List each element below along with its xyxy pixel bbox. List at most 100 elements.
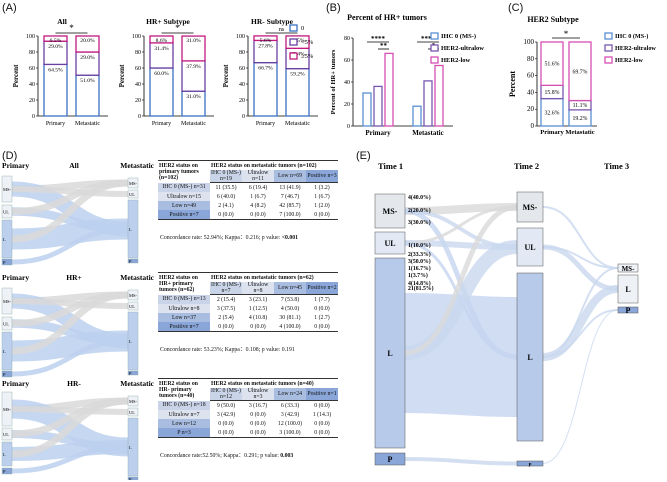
sankey-node-label: UL [3, 210, 9, 215]
sankey-flow [404, 457, 518, 466]
table-row-header: HER2 status on HR- primary tumors (n=40) [158, 378, 210, 401]
sankey-node-label: L [387, 349, 392, 358]
x-tick-label: Primary [152, 121, 171, 127]
y-axis-label: Percent [118, 64, 126, 87]
sankey-node-label: P [129, 259, 132, 264]
table-cell: 2 (5.4) [218, 314, 234, 321]
chart-title: HER2 Subtype [527, 15, 579, 24]
sankey-flow [11, 291, 129, 327]
legend-label: HER2-ultralow [615, 45, 656, 52]
sankey-node-t3 [617, 263, 639, 273]
sankey-node-label: MS- [3, 187, 12, 192]
data-label: 59.2% [290, 72, 305, 78]
table-cell: 0 (0.0) [306, 322, 338, 332]
table-cell: 7 (100.0) [274, 210, 306, 220]
legend-label: ≥5% [301, 53, 314, 60]
table-cell: 42 (85.7) [279, 202, 301, 209]
sankey-node-right [127, 289, 139, 301]
sankey-node-right [127, 395, 139, 407]
sankey-left-title: Primary [2, 161, 29, 170]
p-value: <0.001 [281, 235, 299, 241]
table-col-label: IHC 0 (MS-) n=12 [210, 388, 242, 401]
flow-count-label: 1(10.0%) [408, 242, 431, 249]
table-cell: 0 (0.0) [242, 428, 274, 438]
y-tick-label: 0 [138, 114, 141, 120]
y-tick-label: 20 [29, 98, 35, 104]
legend-label: IHC 0 (MS-) [615, 33, 648, 40]
sankey-node-label: P [3, 372, 6, 377]
table-cell: 0 (0.0) [210, 428, 242, 438]
sankey-node-t2 [516, 191, 544, 223]
flow-count-label: 3(50.0%) [408, 258, 431, 265]
y-tick-label: 20 [344, 102, 350, 108]
sankey-node-label: UL [384, 239, 395, 248]
bar-segment [75, 35, 100, 53]
y-tick-label: 60 [527, 72, 535, 80]
table-col-label: Ultralow n=3 [242, 388, 274, 401]
x-tick-label: Metastatic [565, 129, 594, 136]
table-cell: 4 (8.2) [250, 202, 266, 209]
panel-label-d: (D) [2, 150, 18, 162]
legend-label: HER2-low [441, 57, 471, 64]
y-axis-label: Percent of HR+ tumors [330, 49, 337, 114]
sankey-node-label: L [3, 349, 6, 354]
x-tick-label: Primary [46, 121, 65, 127]
data-label: 19.2% [573, 116, 588, 122]
y-tick-label: 80 [527, 55, 535, 63]
table-cell: IHC 0 (MS-) n=18 [158, 400, 210, 410]
sankey-node-label: UL [3, 322, 9, 327]
sankey-flow [11, 406, 129, 415]
y-tick-label: 0 [347, 124, 350, 130]
table-cell: 3 (23.1) [248, 296, 268, 303]
table-col-label: Ultralow n=11 [242, 170, 274, 183]
sig-mark: * [564, 29, 569, 39]
data-label: 29.0% [48, 44, 63, 50]
sankey-node-left [1, 467, 13, 475]
y-axis-label: Percent [222, 64, 230, 87]
sankey-node-label: MS- [3, 299, 12, 304]
table-cell: Positive n=7 [158, 322, 210, 332]
bar-segment [149, 35, 174, 44]
concordance-table: HER2 status on HR- primary tumors (n=40)… [158, 378, 338, 438]
data-label: 60.0% [154, 71, 169, 77]
y-tick-label: 40 [239, 82, 245, 88]
chart-title: Percent of HR+ tumors [347, 13, 427, 22]
sankey-node-t1 [374, 193, 406, 229]
flow-count-label: 1(3.7%) [408, 272, 428, 279]
table-footnote: Concordance rate: 52.94%; Kappa：0.216; p… [160, 232, 298, 241]
sankey-node-right [127, 177, 139, 189]
bar [373, 85, 383, 127]
y-tick-label: 100 [236, 34, 245, 40]
table-col-label: Ultralow n=8 [242, 282, 274, 295]
flow-count-label: 4(14.8%) [408, 280, 431, 287]
sankey-subset-title: HR+ [66, 273, 82, 282]
table-cell: 3 (16.7) [248, 402, 268, 409]
sankey-node-label: P [626, 306, 631, 315]
sankey-node-t3 [617, 306, 639, 314]
time-label: Time 2 [514, 161, 539, 171]
table-cell: 9 (50.0) [216, 402, 236, 409]
y-tick-label: 60 [344, 58, 350, 64]
sankey-flow [11, 226, 129, 265]
sig-mark: ** [380, 42, 388, 50]
table-cell: 1 (7.7) [314, 296, 330, 303]
table-cell: 1 (12.5) [248, 305, 268, 312]
sankey-node-left [1, 258, 13, 266]
table-cell: 2 (4.1) [218, 202, 234, 209]
table-cell: 4 (50.0) [280, 305, 300, 312]
table-cell: Ultralow n=7 [158, 410, 210, 419]
sankey-node-label: MS- [622, 265, 636, 273]
sankey-flow [404, 204, 518, 356]
table-cell: 1 (6.7) [250, 193, 266, 200]
sankey-flow [542, 246, 619, 269]
table-cell: Low n=12 [158, 419, 210, 428]
sankey-node-label: UL [3, 432, 9, 437]
table-col-label: Positive n=1 [306, 388, 338, 401]
y-tick-label: 80 [344, 36, 350, 42]
table-cell: IHC 0 (MS-) n=31 [158, 182, 210, 192]
sankey-node-label: MS- [129, 181, 138, 186]
sankey-node-t3 [617, 274, 639, 304]
